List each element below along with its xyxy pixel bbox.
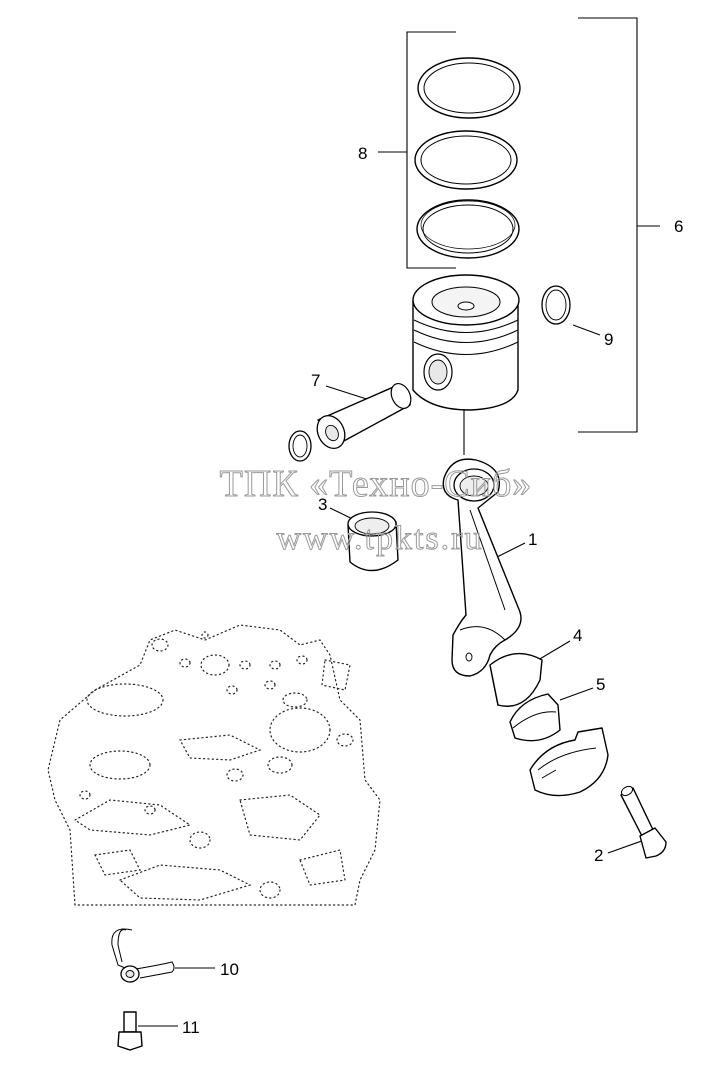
group-bracket-8 xyxy=(378,31,456,269)
callout-9: 9 xyxy=(604,330,613,349)
piston-ring-top xyxy=(417,57,521,119)
piston-pin xyxy=(316,383,412,450)
engine-block-outline xyxy=(47,624,381,906)
snap-ring-left xyxy=(288,430,312,462)
callout-8: 8 xyxy=(358,144,367,163)
callout-3: 3 xyxy=(318,495,327,514)
callout-7: 7 xyxy=(311,371,320,390)
piston xyxy=(412,274,520,411)
callout-10: 10 xyxy=(220,960,239,979)
piston-ring-middle xyxy=(414,130,518,190)
snap-ring-right xyxy=(541,285,571,325)
piston-ring-oil xyxy=(416,199,520,259)
callout-6: 6 xyxy=(674,217,683,236)
connecting-rod-cap xyxy=(529,727,609,797)
connecting-rod-bolt xyxy=(620,785,667,859)
group-bracket-6 xyxy=(578,17,660,433)
bearing-shell-upper xyxy=(489,652,543,707)
callout-4: 4 xyxy=(573,626,582,645)
small-end-bushing xyxy=(347,511,399,572)
callout-11: 11 xyxy=(182,1018,200,1037)
watermark: ТПК «Техно-Сиб» www.tpkts.ru xyxy=(219,463,533,558)
callout-1: 1 xyxy=(528,530,537,549)
watermark-url: www.tpkts.ru xyxy=(277,520,484,557)
piston-cooling-nozzle xyxy=(111,928,175,983)
callout-2: 2 xyxy=(594,846,603,865)
piston-rings xyxy=(414,57,521,259)
callouts: 1 2 3 4 5 6 7 8 9 10 11 xyxy=(182,144,683,1037)
nozzle-bolt xyxy=(117,1011,143,1051)
bearing-shell-lower xyxy=(509,693,561,742)
callout-5: 5 xyxy=(596,675,605,694)
connecting-rod xyxy=(442,458,522,677)
watermark-company: ТПК «Техно-Сиб» xyxy=(220,463,533,505)
